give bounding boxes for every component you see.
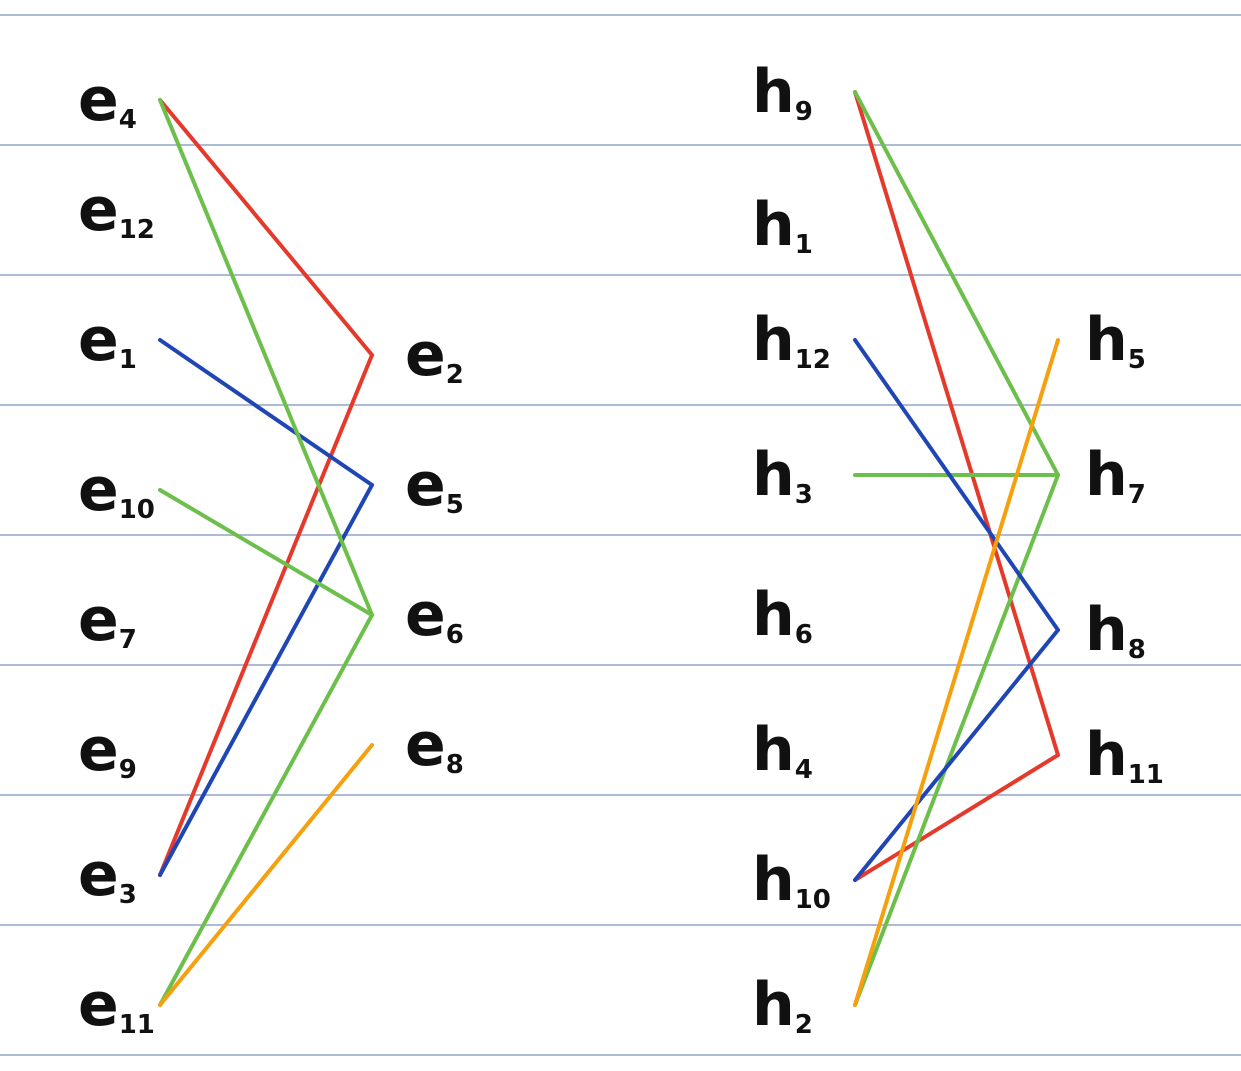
node-label-base: h bbox=[1085, 595, 1128, 665]
node-label-e12: e12 bbox=[78, 175, 155, 245]
node-label-base: e bbox=[78, 970, 119, 1040]
node-label-base: e bbox=[78, 715, 119, 785]
node-label-e3: e3 bbox=[78, 840, 137, 910]
node-label-h5: h5 bbox=[1085, 305, 1146, 375]
node-label-e5: e5 bbox=[405, 450, 464, 520]
node-label-subscript: 7 bbox=[1128, 480, 1146, 510]
node-label-h3: h3 bbox=[752, 440, 813, 510]
node-label-subscript: 2 bbox=[446, 360, 464, 390]
node-label-subscript: 5 bbox=[446, 490, 464, 520]
node-label-subscript: 9 bbox=[795, 97, 813, 127]
node-label-base: e bbox=[405, 580, 446, 650]
edge-h2-h7 bbox=[853, 473, 1060, 1007]
node-label-base: e bbox=[405, 450, 446, 520]
node-label-subscript: 10 bbox=[119, 495, 155, 525]
edge-e10-e6 bbox=[158, 488, 374, 617]
node-label-h1: h1 bbox=[752, 190, 813, 260]
edge-e11-e8 bbox=[158, 743, 374, 1007]
node-label-base: h bbox=[752, 845, 795, 915]
node-label-subscript: 3 bbox=[795, 480, 813, 510]
edge-h12-h8 bbox=[853, 338, 1060, 632]
edge-e11-e6 bbox=[158, 613, 374, 1007]
edge-layer bbox=[158, 90, 1060, 1007]
node-label-base: h bbox=[1085, 440, 1128, 510]
node-label-e7: e7 bbox=[78, 585, 137, 655]
node-label-base: h bbox=[752, 580, 795, 650]
node-label-base: e bbox=[405, 320, 446, 390]
node-label-h11: h11 bbox=[1085, 720, 1164, 790]
edge-h9-h7 bbox=[853, 90, 1060, 477]
node-label-subscript: 11 bbox=[1128, 760, 1164, 790]
node-label-subscript: 12 bbox=[795, 345, 831, 375]
node-label-subscript: 6 bbox=[446, 620, 464, 650]
node-label-subscript: 4 bbox=[795, 755, 813, 785]
node-label-base: h bbox=[752, 970, 795, 1040]
node-label-subscript: 2 bbox=[795, 1010, 813, 1040]
node-label-e11: e11 bbox=[78, 970, 155, 1040]
node-label-subscript: 12 bbox=[119, 215, 155, 245]
node-label-h4: h4 bbox=[752, 715, 813, 785]
node-label-subscript: 1 bbox=[119, 345, 137, 375]
node-label-h8: h8 bbox=[1085, 595, 1146, 665]
node-label-e2: e2 bbox=[405, 320, 464, 390]
node-label-subscript: 9 bbox=[119, 755, 137, 785]
edge-h9-h11 bbox=[853, 90, 1060, 757]
node-label-subscript: 8 bbox=[446, 750, 464, 780]
node-label-base: h bbox=[752, 715, 795, 785]
node-label-h7: h7 bbox=[1085, 440, 1146, 510]
edge-e1-e5 bbox=[158, 338, 374, 487]
node-label-subscript: 3 bbox=[119, 880, 137, 910]
edge-e3-e2 bbox=[158, 353, 374, 877]
node-label-e9: e9 bbox=[78, 715, 137, 785]
node-label-h12: h12 bbox=[752, 305, 831, 375]
node-label-h2: h2 bbox=[752, 970, 813, 1040]
node-label-e10: e10 bbox=[78, 455, 155, 525]
node-label-base: e bbox=[78, 455, 119, 525]
node-label-e8: e8 bbox=[405, 710, 464, 780]
label-layer: e4e12e1e10e7e9e3e11e2e5e6e8h9h1h12h3h6h4… bbox=[78, 57, 1164, 1040]
edge-h10-h11 bbox=[853, 753, 1060, 882]
node-label-subscript: 8 bbox=[1128, 635, 1146, 665]
node-label-base: e bbox=[405, 710, 446, 780]
ruled-lines bbox=[0, 14, 1241, 1056]
node-label-base: h bbox=[1085, 305, 1128, 375]
node-label-base: e bbox=[78, 65, 119, 135]
node-label-e6: e6 bbox=[405, 580, 464, 650]
node-label-base: h bbox=[752, 440, 795, 510]
node-label-e4: e4 bbox=[78, 65, 137, 135]
node-label-subscript: 10 bbox=[795, 885, 831, 915]
node-label-h9: h9 bbox=[752, 57, 813, 127]
node-label-base: h bbox=[752, 190, 795, 260]
node-label-base: e bbox=[78, 585, 119, 655]
node-label-subscript: 7 bbox=[119, 625, 137, 655]
edge-h2-h5 bbox=[853, 338, 1060, 1007]
node-label-base: h bbox=[752, 57, 795, 127]
node-label-subscript: 1 bbox=[795, 230, 813, 260]
node-label-h10: h10 bbox=[752, 845, 831, 915]
node-label-base: h bbox=[1085, 720, 1128, 790]
node-label-h6: h6 bbox=[752, 580, 813, 650]
node-label-subscript: 4 bbox=[119, 105, 137, 135]
node-label-base: e bbox=[78, 175, 119, 245]
node-label-base: h bbox=[752, 305, 795, 375]
node-label-subscript: 5 bbox=[1128, 345, 1146, 375]
edge-e4-e2 bbox=[158, 98, 374, 357]
edge-h10-h8 bbox=[853, 628, 1060, 882]
edge-e3-e5 bbox=[158, 483, 374, 877]
node-label-subscript: 11 bbox=[119, 1010, 155, 1040]
node-label-e1: e1 bbox=[78, 305, 137, 375]
edge-e4-e6 bbox=[158, 98, 374, 617]
node-label-base: e bbox=[78, 305, 119, 375]
node-label-subscript: 6 bbox=[795, 620, 813, 650]
node-label-base: e bbox=[78, 840, 119, 910]
